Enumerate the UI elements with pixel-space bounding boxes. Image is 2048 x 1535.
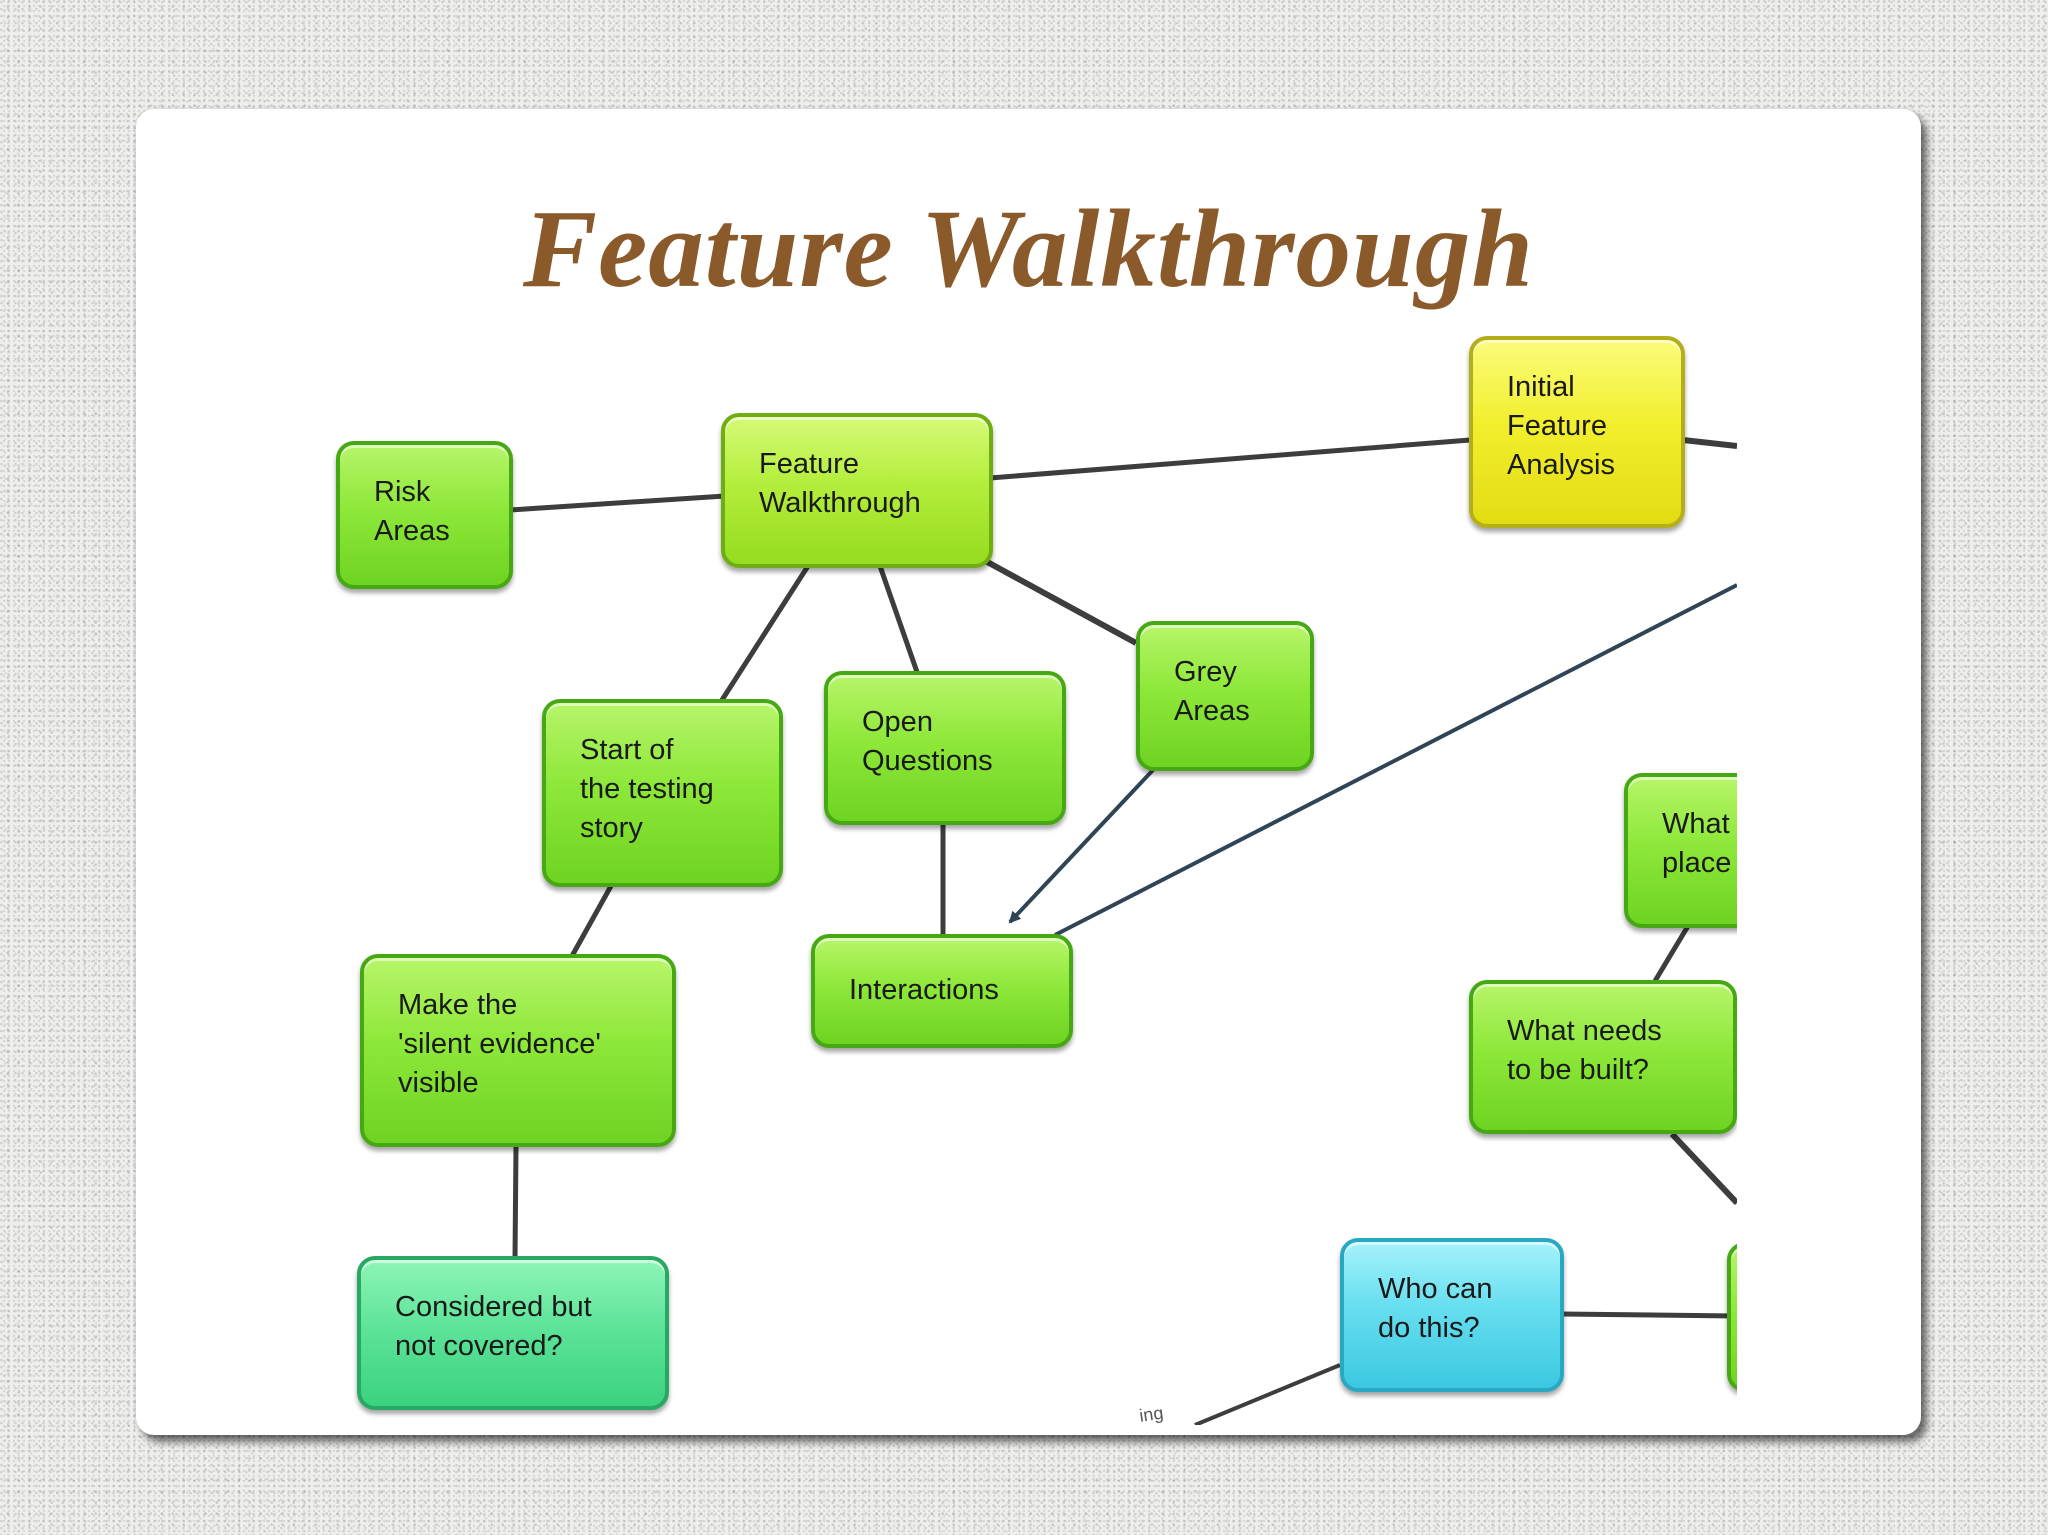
node-what-place: What place	[1624, 773, 1737, 928]
node-open-questions: Open Questions	[824, 671, 1066, 825]
concept-map: Risk Areas Feature Walkthrough Initial F…	[336, 336, 1737, 1425]
edge-label-fragment: ing	[1138, 1402, 1165, 1425]
node-initial-feature-analysis: Initial Feature Analysis	[1469, 336, 1685, 528]
node-feature-walkthrough: Feature Walkthrough	[721, 413, 993, 568]
edge-who-offscreen	[1561, 1311, 1737, 1319]
edge-feature-start	[719, 564, 811, 702]
edge-feature-grey	[978, 555, 1138, 646]
edge-feature-open	[877, 565, 920, 673]
node-risk-areas: Risk Areas	[336, 441, 513, 589]
edge-who-offscreen-left	[1194, 1363, 1341, 1425]
edge-whatplace-whatneeds	[1652, 924, 1691, 983]
node-grey-areas: Grey Areas	[1136, 621, 1314, 771]
edge-feature-initial	[989, 437, 1471, 481]
node-offscreen-right	[1727, 1242, 1737, 1392]
edge-grey-interactions-arrow	[1008, 768, 1155, 924]
edge-offscreen-interactions	[1054, 583, 1737, 937]
edge-whatneeds-offscreen	[1669, 1131, 1737, 1206]
node-interactions: Interactions	[811, 934, 1073, 1048]
node-considered-but-not-covered: Considered but not covered?	[357, 1256, 669, 1410]
slide-title: Feature Walkthrough	[522, 188, 1535, 311]
node-start-of-testing-story: Start of the testing story	[542, 699, 783, 887]
edge-make-considered	[512, 1145, 519, 1259]
node-make-silent-evidence-visible: Make the 'silent evidence' visible	[360, 954, 676, 1147]
node-who-can-do-this: Who can do this?	[1340, 1238, 1564, 1392]
edge-start-make	[569, 884, 614, 958]
connector-layer	[509, 437, 1737, 1425]
edge-initial-offscreen	[1682, 437, 1737, 449]
edge-risk-feature	[509, 493, 726, 513]
node-what-needs-to-be-built: What needs to be built?	[1469, 980, 1737, 1134]
